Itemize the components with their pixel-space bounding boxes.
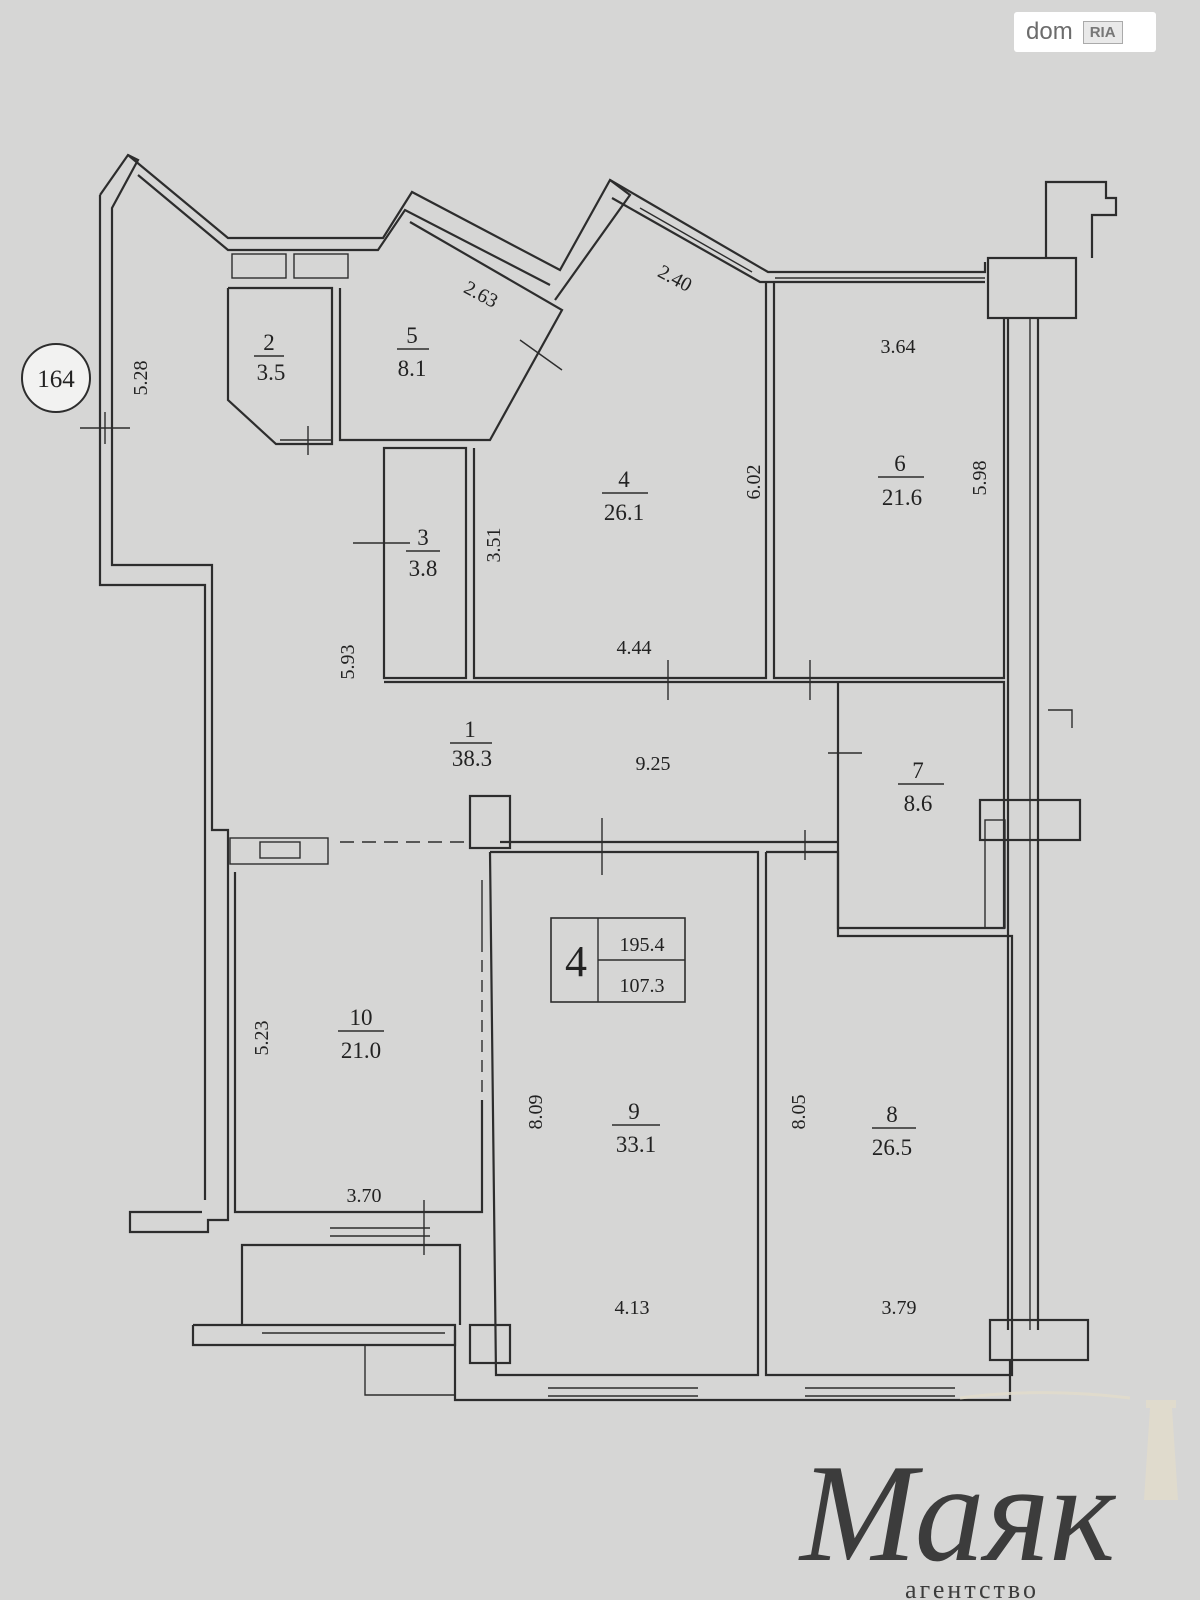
room-7-number: 7 — [912, 758, 924, 783]
dim-4-44: 4.44 — [617, 637, 652, 659]
room-10-area: 21.0 — [341, 1038, 381, 1063]
room-4-area: 26.1 — [604, 500, 644, 525]
dim-2-40: 2.40 — [654, 261, 695, 297]
room-5-area: 8.1 — [398, 356, 427, 381]
apartment-summary-box: 4 195.4 107.3 — [550, 917, 686, 1003]
agency-subtitle: агентство — [905, 1575, 1039, 1600]
apartment-total-area: 195.4 — [620, 934, 665, 956]
room-9-area: 33.1 — [616, 1132, 656, 1157]
apartment-rooms-count: 4 — [565, 937, 587, 986]
agency-logo-text: Маяк — [798, 1436, 1117, 1591]
room-2-number: 2 — [263, 330, 275, 355]
unit-marker: 164 — [37, 366, 75, 393]
room-2-label: 2 3.5 — [254, 330, 285, 385]
unit-marker-circle — [21, 343, 91, 413]
room-5-label: 5 8.1 — [397, 323, 429, 381]
apartment-living-area: 107.3 — [620, 975, 665, 997]
room-6-number: 6 — [894, 451, 906, 476]
room-1-label: 1 38.3 — [450, 717, 492, 771]
room-10-number: 10 — [350, 1005, 373, 1030]
walls — [98, 153, 1118, 1402]
room-7-label: 7 8.6 — [898, 758, 944, 816]
dim-3-64: 3.64 — [881, 336, 916, 358]
room-10-label: 10 21.0 — [338, 1005, 384, 1063]
room-6-area: 21.6 — [882, 485, 922, 510]
room-9-number: 9 — [628, 1099, 640, 1124]
dim-3-51: 3.51 — [483, 528, 505, 563]
dim-5-93: 5.93 — [337, 645, 359, 680]
domria-ria-badge: RIA — [1082, 20, 1123, 44]
room-3-number: 3 — [417, 525, 429, 550]
dim-5-28: 5.28 — [130, 361, 152, 396]
room-4-label: 4 26.1 — [602, 467, 648, 525]
dim-3-70: 3.70 — [347, 1185, 382, 1207]
dim-3-79: 3.79 — [882, 1297, 917, 1319]
room-8-area: 26.5 — [872, 1135, 912, 1160]
room-labels: 1 38.3 2 3.5 3 3.8 4 26.1 5 8.1 6 21.6 — [254, 323, 944, 1160]
room-9-label: 9 33.1 — [612, 1099, 660, 1157]
room-5-number: 5 — [406, 323, 418, 348]
room-8-label: 8 26.5 — [872, 1102, 916, 1160]
dim-2-63: 2.63 — [460, 277, 501, 313]
dim-6-02: 6.02 — [743, 465, 765, 500]
room-1-number: 1 — [464, 717, 476, 742]
dimensions: 5.28 2.63 2.40 3.64 6.02 5.98 3.51 4.44 … — [130, 261, 991, 1319]
room-3-area: 3.8 — [409, 556, 438, 581]
lighthouse-icon — [1144, 1400, 1178, 1500]
room-7-area: 8.6 — [904, 791, 933, 816]
dim-4-13: 4.13 — [615, 1297, 650, 1319]
agency-watermark: Маяк агентство — [798, 1391, 1178, 1600]
room-3-label: 3 3.8 — [406, 525, 440, 581]
room-1-area: 38.3 — [452, 746, 492, 771]
room-8-number: 8 — [886, 1102, 898, 1127]
room-2-area: 3.5 — [257, 360, 286, 385]
dim-8-05: 8.05 — [788, 1095, 810, 1130]
dim-5-98: 5.98 — [969, 461, 991, 496]
room-4-number: 4 — [618, 467, 630, 492]
room-6-label: 6 21.6 — [878, 451, 924, 510]
dim-8-09: 8.09 — [525, 1095, 547, 1130]
domria-watermark: dom RIA — [1014, 12, 1156, 52]
dim-9-25: 9.25 — [636, 753, 671, 775]
dim-5-23: 5.23 — [251, 1021, 273, 1056]
partitions — [80, 221, 1014, 1377]
domria-dom-text: dom — [1026, 18, 1073, 45]
